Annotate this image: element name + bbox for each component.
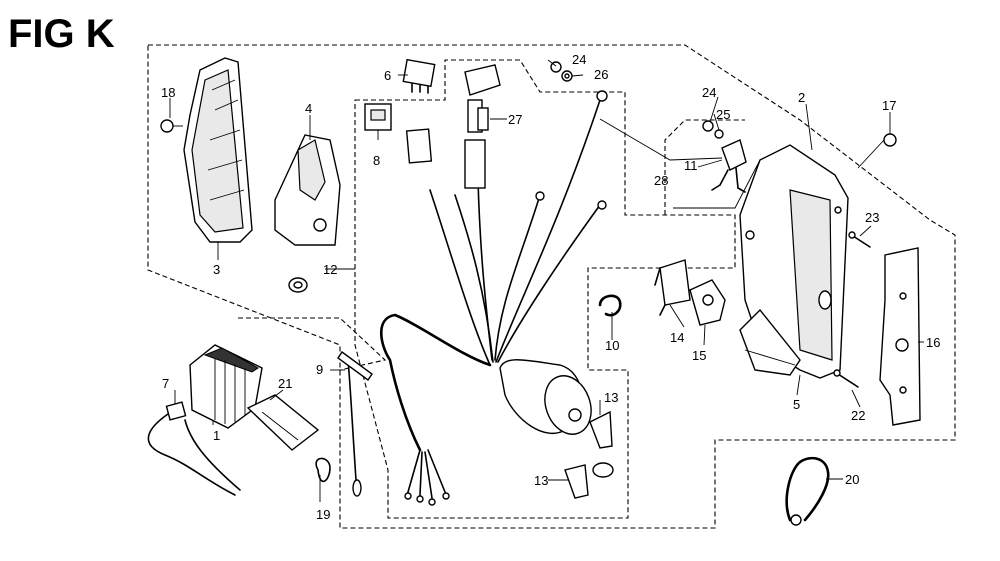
regulator-rectifier [147, 344, 263, 496]
wire-harness [380, 90, 608, 506]
strap-20 [785, 456, 830, 526]
callout-4: 4 [305, 101, 312, 116]
callout-21: 21 [278, 376, 292, 391]
switch-15 [689, 279, 726, 326]
callout-16: 16 [926, 335, 940, 350]
callout-13-upper: 13 [604, 390, 618, 405]
callout-2: 2 [798, 90, 805, 105]
callout-28: 28 [654, 173, 668, 188]
callout-12: 12 [323, 262, 337, 277]
relay-6 [402, 58, 436, 94]
callout-17: 17 [882, 98, 896, 113]
callout-26: 26 [594, 67, 608, 82]
washer-25 [714, 129, 724, 139]
figure-title: FIG K [8, 12, 115, 56]
fuse-27 [464, 64, 501, 131]
clamp-13-upper [589, 410, 613, 449]
callout-8: 8 [373, 153, 380, 168]
lower-left-boundary [238, 317, 387, 371]
callout-6: 6 [384, 68, 391, 83]
fuse-holder-8 [364, 103, 392, 131]
callout-25: 25 [716, 107, 730, 122]
cable-clip-10 [598, 294, 622, 317]
callout-1: 1 [213, 428, 220, 443]
callout-18: 18 [161, 85, 175, 100]
screw-23 [848, 231, 871, 248]
left-group-boundary [147, 44, 956, 529]
callout-24: 24 [702, 85, 716, 100]
callout-13-lower: 13 [534, 473, 548, 488]
clamp-13-lower [564, 462, 614, 499]
screw-18 [160, 119, 183, 133]
callouts: 18 3 4 6 8 27 24 26 12 10 9 7 1 21 19 13… [161, 52, 940, 522]
callout-7: 7 [162, 376, 169, 391]
callout-20: 20 [845, 472, 859, 487]
callout-22: 22 [851, 408, 865, 423]
cushion-21 [246, 394, 320, 451]
harness-group-boundary [354, 59, 736, 519]
callout-27: 27 [508, 112, 522, 127]
grommet [288, 277, 308, 293]
callout-24-top: 24 [572, 52, 586, 67]
ground-wire-9 [337, 351, 373, 497]
callout-23: 23 [865, 210, 879, 225]
callout-19: 19 [316, 507, 330, 522]
bolt-17 [857, 133, 897, 169]
clip-19 [315, 457, 331, 483]
sub-panel-5 [739, 308, 801, 376]
washer-26 [561, 70, 573, 82]
callout-14: 14 [670, 330, 684, 345]
callout-5: 5 [793, 397, 800, 412]
bracket-4 [274, 134, 341, 246]
panel-cover [183, 57, 253, 243]
callout-9: 9 [316, 362, 323, 377]
plate-16 [879, 247, 921, 426]
callout-15: 15 [692, 348, 706, 363]
breaker-14 [654, 259, 691, 316]
callout-10: 10 [605, 338, 619, 353]
screw-22 [833, 369, 859, 388]
callout-3: 3 [213, 262, 220, 277]
switch-11 [711, 139, 747, 193]
nut-24 [702, 120, 714, 132]
switch-subgroup-boundary [664, 119, 745, 215]
callout-11: 11 [684, 158, 698, 173]
leader-lines [169, 59, 924, 502]
